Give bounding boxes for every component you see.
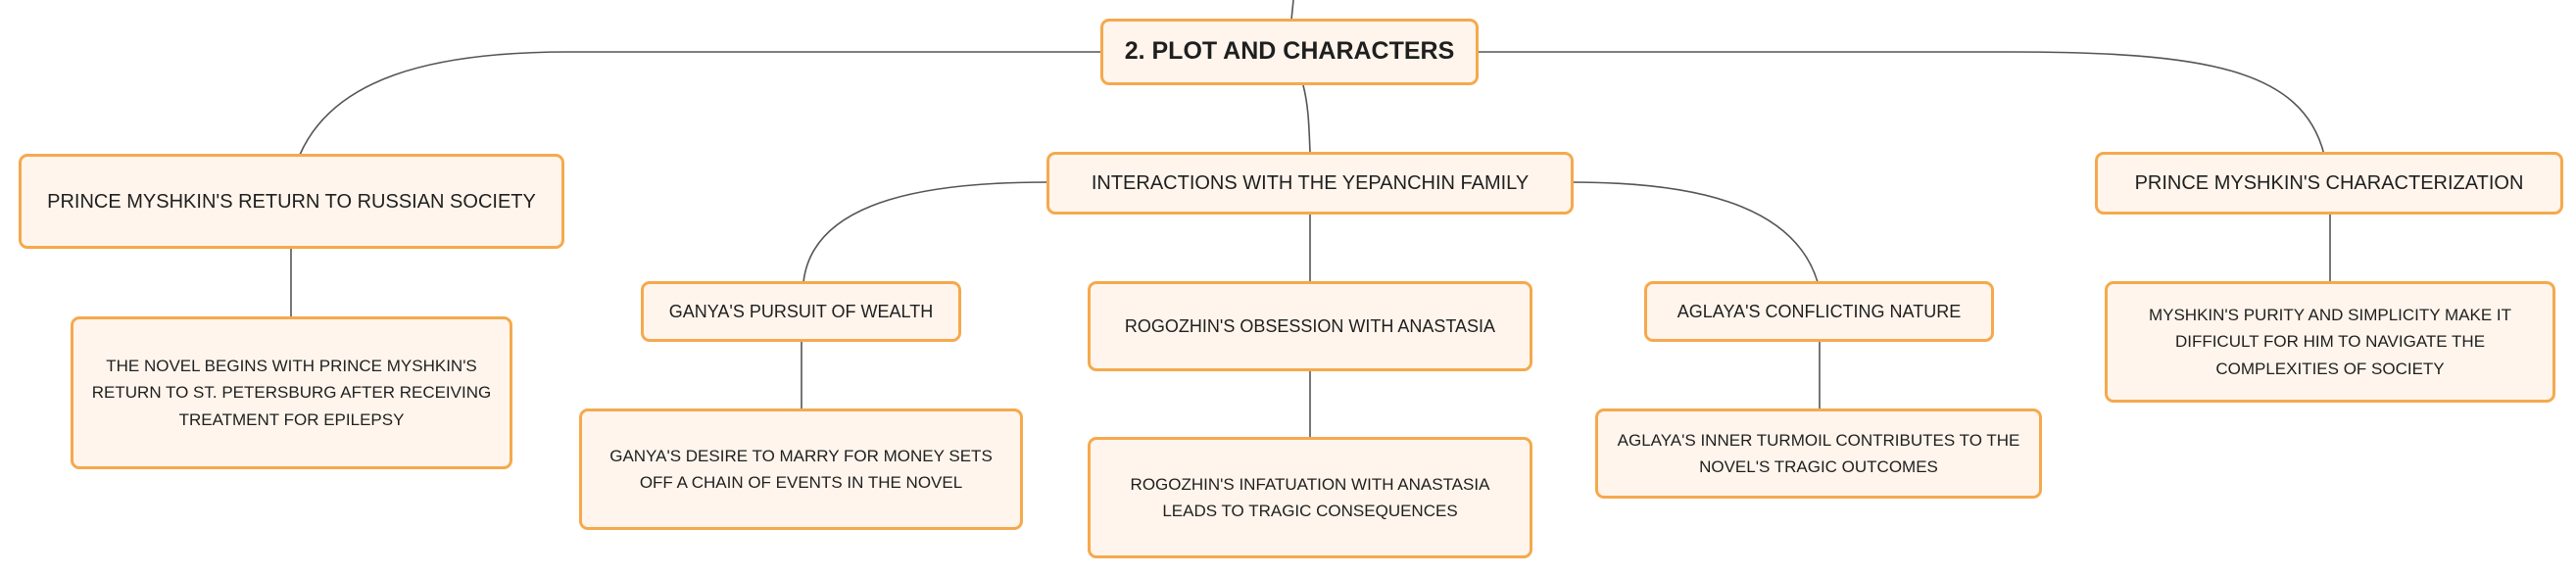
subtopic-return-detail[interactable]: THE NOVEL BEGINS WITH PRINCE MYSHKIN'S R…	[71, 316, 512, 469]
subtopic-ganya-wealth[interactable]: GANYA'S PURSUIT OF WEALTH	[641, 281, 961, 342]
subtopic-aglaya-detail[interactable]: AGLAYA'S INNER TURMOIL CONTRIBUTES TO TH…	[1595, 408, 2042, 499]
subtopic-rogozhin-detail[interactable]: ROGOZHIN'S INFATUATION WITH ANASTASIA LE…	[1088, 437, 1532, 558]
subtopic-rogozhin-obsession[interactable]: ROGOZHIN'S OBSESSION WITH ANASTASIA	[1088, 281, 1532, 371]
topic-prince-myshkin-return[interactable]: PRINCE MYSHKIN'S RETURN TO RUSSIAN SOCIE…	[19, 154, 564, 249]
connector-yepanchin-aglaya	[1571, 181, 1819, 283]
connector-root-characterization	[1478, 51, 2325, 156]
connector-root-parent	[1290, 0, 1294, 21]
connector-root-return	[299, 51, 1100, 156]
root-topic[interactable]: 2. PLOT AND CHARACTERS	[1100, 19, 1479, 85]
topic-yepanchin-interactions[interactable]: INTERACTIONS WITH THE YEPANCHIN FAMILY	[1046, 152, 1574, 215]
connector-root-yepanchin	[1302, 84, 1311, 153]
subtopic-ganya-detail[interactable]: GANYA'S DESIRE TO MARRY FOR MONEY SETS O…	[579, 408, 1023, 530]
connector-yepanchin-ganya	[802, 181, 1047, 283]
subtopic-characterization-detail[interactable]: MYSHKIN'S PURITY AND SIMPLICITY MAKE IT …	[2105, 281, 2555, 403]
topic-myshkin-characterization[interactable]: PRINCE MYSHKIN'S CHARACTERIZATION	[2095, 152, 2563, 215]
subtopic-aglaya-nature[interactable]: AGLAYA'S CONFLICTING NATURE	[1644, 281, 1994, 342]
